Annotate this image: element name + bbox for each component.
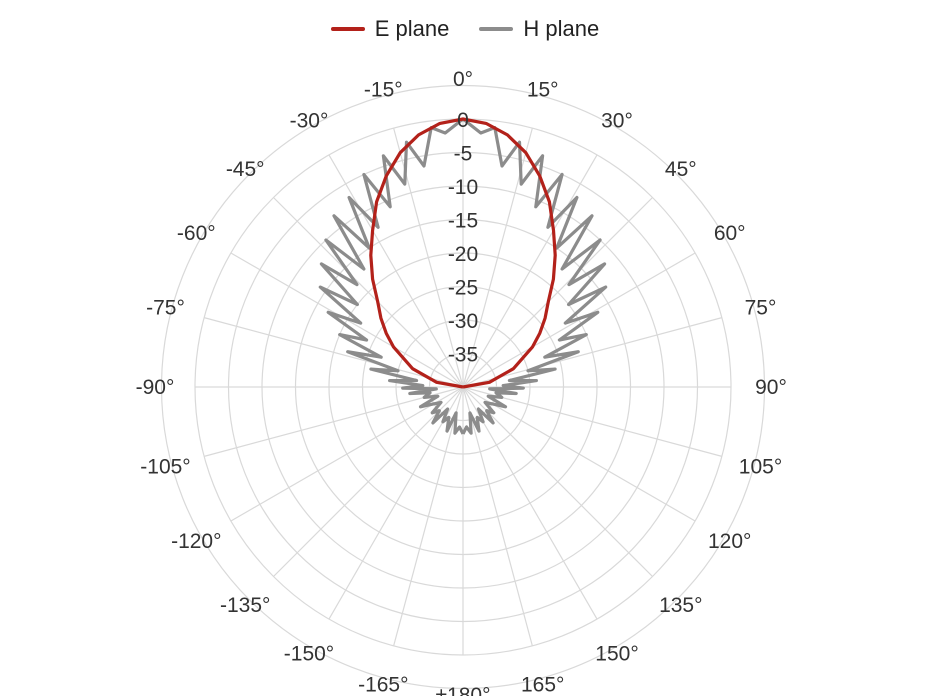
angle-tick-label: 135° <box>659 594 702 617</box>
angle-tick-label: 15° <box>527 79 559 102</box>
grid-spoke <box>462 386 533 647</box>
legend-item-e-plane[interactable]: E plane <box>330 16 450 42</box>
angle-tick-label: 45° <box>665 158 697 181</box>
grid-spoke <box>393 386 464 647</box>
angle-tick-label: 165° <box>521 674 564 696</box>
angle-tick-label: ±180° <box>436 684 491 696</box>
grid-spoke <box>273 197 464 388</box>
angle-tick-label: 120° <box>708 530 751 553</box>
radial-tick-label: -10 <box>448 176 478 199</box>
radial-tick-labels: 0 -5 -10 -15 -20 -25 -30 -35 <box>448 109 478 367</box>
legend-label-e-plane: E plane <box>374 16 450 41</box>
radial-tick-label: -25 <box>448 277 478 300</box>
chart-legend: E plane H plane <box>0 16 930 42</box>
grid-spoke <box>328 386 464 620</box>
legend-swatch-h-plane <box>479 27 514 31</box>
grid-spoke <box>462 154 598 388</box>
angle-tick-label: -150° <box>284 643 334 666</box>
series-layer <box>318 117 608 435</box>
angle-tick-label: 90° <box>755 376 787 399</box>
grid-spoke <box>462 386 696 522</box>
angle-tick-label: -15° <box>364 79 403 102</box>
grid-spoke <box>462 386 723 457</box>
grid-spoke <box>328 154 464 388</box>
grid-spoke <box>273 386 464 577</box>
angle-tick-label: 30° <box>601 109 633 132</box>
grid-spoke <box>462 386 598 620</box>
radial-tick-label: -15 <box>448 210 478 233</box>
legend-label-h-plane: H plane <box>523 16 600 41</box>
radial-tick-label: -30 <box>448 310 478 333</box>
angle-tick-label: -105° <box>140 456 190 479</box>
angle-tick-label: -45° <box>226 158 265 181</box>
angle-tick-label: -135° <box>220 594 270 617</box>
radial-tick-label: -20 <box>448 243 478 266</box>
radial-tick-label: -5 <box>454 143 473 166</box>
radial-tick-label: -35 <box>448 344 478 367</box>
grid-ring <box>160 84 766 690</box>
angle-tick-label: 75° <box>745 296 777 319</box>
series-line-e-plane <box>369 117 557 389</box>
angle-tick-labels: 0° 15° 30° 45° 60° 75° 90° 105° 120° 135° 150° 165°… <box>136 68 787 696</box>
angle-tick-label: -165° <box>358 674 408 696</box>
angle-tick-label: 150° <box>595 643 638 666</box>
polar-grid <box>160 84 766 690</box>
grid-spoke <box>462 317 723 388</box>
angle-tick-label: -75° <box>146 296 185 319</box>
angle-tick-label: -120° <box>171 530 221 553</box>
grid-spoke <box>203 386 464 457</box>
angle-tick-label: 105° <box>739 456 782 479</box>
angle-tick-label: 0° <box>453 68 473 91</box>
radial-tick-label: 0 <box>457 109 469 132</box>
grid-spoke <box>230 386 464 522</box>
angle-tick-label: 60° <box>714 222 746 245</box>
angle-tick-label: -90° <box>136 376 175 399</box>
grid-spoke <box>462 386 653 577</box>
angle-tick-label: -30° <box>290 109 329 132</box>
grid-spoke <box>203 317 464 388</box>
angle-tick-label: -60° <box>177 222 216 245</box>
legend-item-h-plane[interactable]: H plane <box>479 16 599 42</box>
grid-spoke <box>462 197 653 388</box>
legend-swatch-e-plane <box>330 27 365 31</box>
